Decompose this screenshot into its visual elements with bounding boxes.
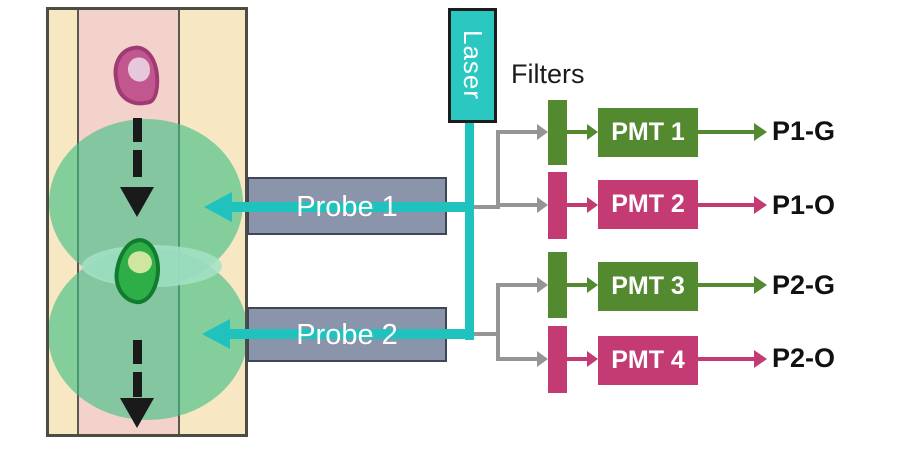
filter-4-to-pmt-arrow: [567, 357, 589, 361]
filter-3-to-pmt-arrowhead: [587, 277, 598, 293]
flow-arrow-1-dash: [133, 150, 142, 177]
probe-2-beam-arrowhead: [202, 319, 230, 349]
pmt-2-output-arrow: [698, 203, 756, 207]
filter-1-green: [548, 100, 567, 165]
connector-top-vertical: [496, 130, 500, 209]
pmt-2-box: PMT 2: [598, 180, 698, 229]
filter-1-to-pmt-arrowhead: [587, 124, 598, 140]
probe-1-label: Probe 1: [296, 191, 398, 223]
filter-1-to-pmt-arrow: [567, 130, 589, 134]
connector-arrowhead-3: [537, 277, 548, 293]
probe-2-label: Probe 2: [296, 319, 398, 351]
pmt-4-output-arrowhead: [754, 350, 767, 368]
filter-3-green: [548, 252, 567, 318]
connector-to-filter-2: [500, 203, 538, 207]
laser-label: Laser: [458, 30, 488, 101]
output-label-p1-o: P1-O: [772, 190, 836, 220]
connector-arrowhead-4: [537, 351, 548, 367]
filter-2-to-pmt-arrowhead: [587, 197, 598, 213]
connector-to-filter-4: [500, 357, 538, 361]
pmt-4-box: PMT 4: [598, 336, 698, 385]
pmt-1-box: PMT 1: [598, 108, 698, 157]
probe-2-beam: [228, 329, 474, 339]
filters-heading: Filters: [511, 59, 585, 89]
laser-box: Laser: [448, 8, 497, 123]
output-label-p2-g: P2-G: [772, 270, 836, 300]
connector-top-in: [474, 205, 500, 209]
filter-2-to-pmt-arrow: [567, 203, 589, 207]
flow-arrow-1-head: [120, 187, 154, 217]
pmt-3-output-arrow: [698, 283, 756, 287]
green-cell-nucleus: [126, 250, 154, 275]
probe-1-beam: [230, 202, 474, 212]
flow-arrow-2-head: [120, 398, 154, 428]
connector-bottom-vertical: [496, 283, 500, 361]
pmt-4-output-arrow: [698, 357, 756, 361]
connector-arrowhead-1: [537, 124, 548, 140]
flow-arrow-2-dash: [133, 372, 142, 397]
pmt-1-output-arrow: [698, 130, 756, 134]
filter-4-orange: [548, 326, 567, 393]
connector-bottom-in: [474, 332, 500, 336]
pmt-1-output-arrowhead: [754, 123, 767, 141]
filter-4-to-pmt-arrowhead: [587, 351, 598, 367]
filter-3-to-pmt-arrow: [567, 283, 589, 287]
connector-arrowhead-2: [537, 197, 548, 213]
magenta-cell-nucleus: [127, 57, 151, 82]
flow-arrow-1-dash: [133, 118, 142, 142]
flow-arrow-2-dash: [133, 340, 142, 364]
connector-to-filter-1: [500, 130, 538, 134]
flow-cell: [46, 7, 248, 437]
laser-beam-vertical: [465, 120, 474, 340]
pmt-2-output-arrowhead: [754, 196, 767, 214]
output-label-p2-o: P2-O: [772, 343, 836, 373]
pmt-3-box: PMT 3: [598, 262, 698, 311]
connector-to-filter-3: [500, 283, 538, 287]
filter-2-orange: [548, 172, 567, 239]
probe-1-beam-arrowhead: [204, 192, 232, 222]
output-label-p1-g: P1-G: [772, 116, 836, 146]
pmt-3-output-arrowhead: [754, 276, 767, 294]
